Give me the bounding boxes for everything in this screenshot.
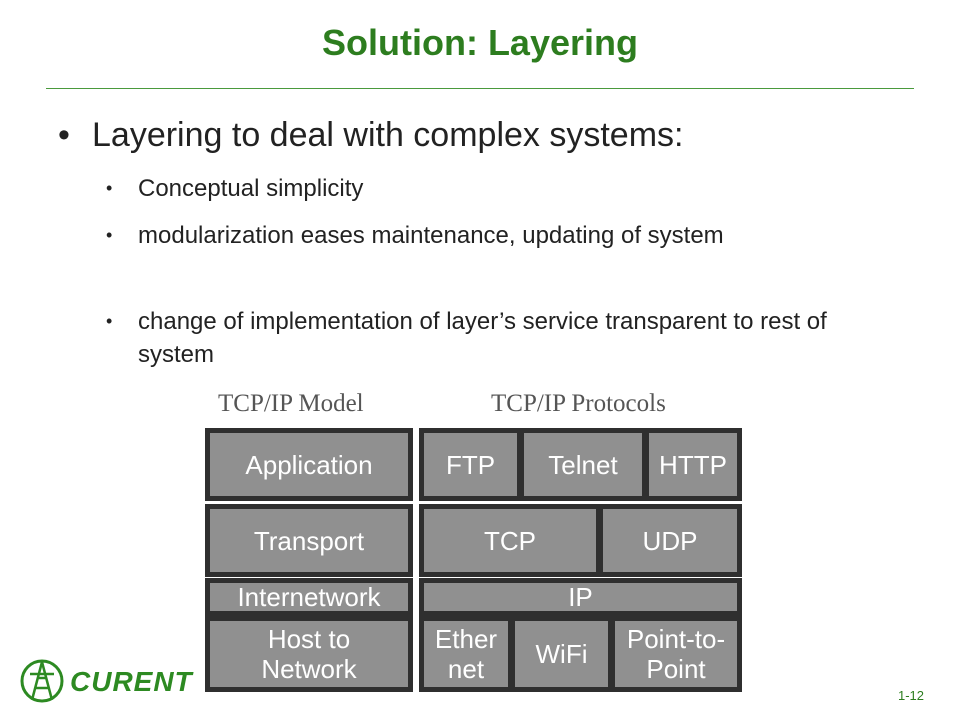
layer-transport: Transport bbox=[205, 504, 413, 577]
sub-bullet: • modularization eases maintenance, upda… bbox=[106, 219, 838, 252]
protocol-udp: UDP bbox=[598, 504, 742, 577]
sub-bullet-text: Conceptual simplicity bbox=[138, 175, 364, 202]
page-number: 1-12 bbox=[898, 688, 925, 703]
curent-logo: CURENT bbox=[18, 656, 193, 706]
tower-icon bbox=[20, 659, 64, 703]
title-divider bbox=[46, 88, 914, 89]
bullet-dot: • bbox=[106, 178, 113, 198]
layer-application: Application bbox=[205, 428, 413, 501]
protocol-tcp: TCP bbox=[419, 504, 601, 577]
protocol-http: HTTP bbox=[644, 428, 742, 501]
main-bullet-text: Layering to deal with complex systems: bbox=[92, 116, 684, 154]
sub-bullet: • change of implementation of layer’s se… bbox=[106, 305, 838, 371]
bullet-dot: • bbox=[106, 225, 113, 245]
protocol-ftp: FTP bbox=[419, 428, 522, 501]
protocol-wifi: WiFi bbox=[510, 616, 613, 692]
protocol-point-to-point: Point-to-Point bbox=[610, 616, 742, 692]
sub-bullet: • Conceptual simplicity bbox=[106, 172, 838, 205]
slide-title: Solution: Layering bbox=[321, 22, 638, 63]
layer-host-to-network: Host to Network bbox=[205, 616, 413, 692]
model-header: TCP/IP Model bbox=[218, 390, 364, 417]
bullet-dot: • bbox=[58, 116, 70, 154]
main-bullet: • Layering to deal with complex systems: bbox=[58, 116, 683, 155]
protocol-ip: IP bbox=[419, 578, 742, 616]
sub-bullet-text: modularization eases maintenance, updati… bbox=[138, 222, 724, 249]
layer-internetwork: Internetwork bbox=[205, 578, 413, 616]
sub-bullet-text: change of implementation of layer’s serv… bbox=[138, 308, 827, 368]
protocols-header: TCP/IP Protocols bbox=[491, 390, 666, 417]
protocol-ethernet: Ether net bbox=[419, 616, 513, 692]
bullet-dot: • bbox=[106, 311, 113, 331]
logo-text: CURENT bbox=[70, 666, 193, 697]
protocol-telnet: Telnet bbox=[519, 428, 647, 501]
